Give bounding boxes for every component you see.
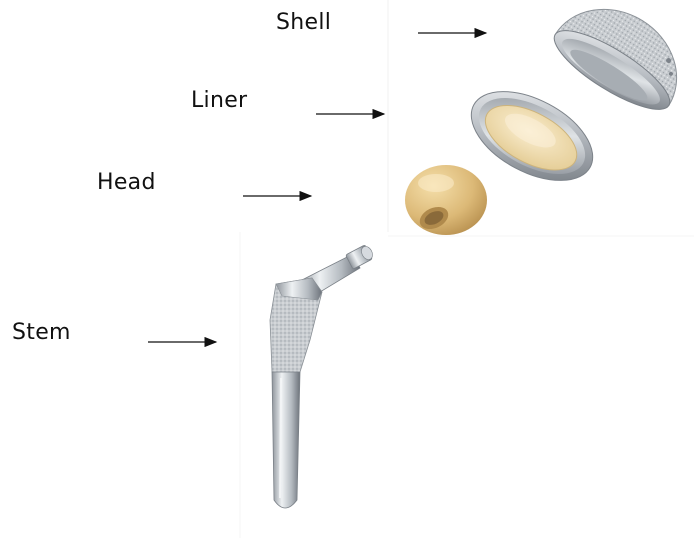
stem-illustration — [270, 244, 375, 508]
head-illustration — [405, 165, 487, 235]
shell-illustration — [545, 0, 694, 122]
